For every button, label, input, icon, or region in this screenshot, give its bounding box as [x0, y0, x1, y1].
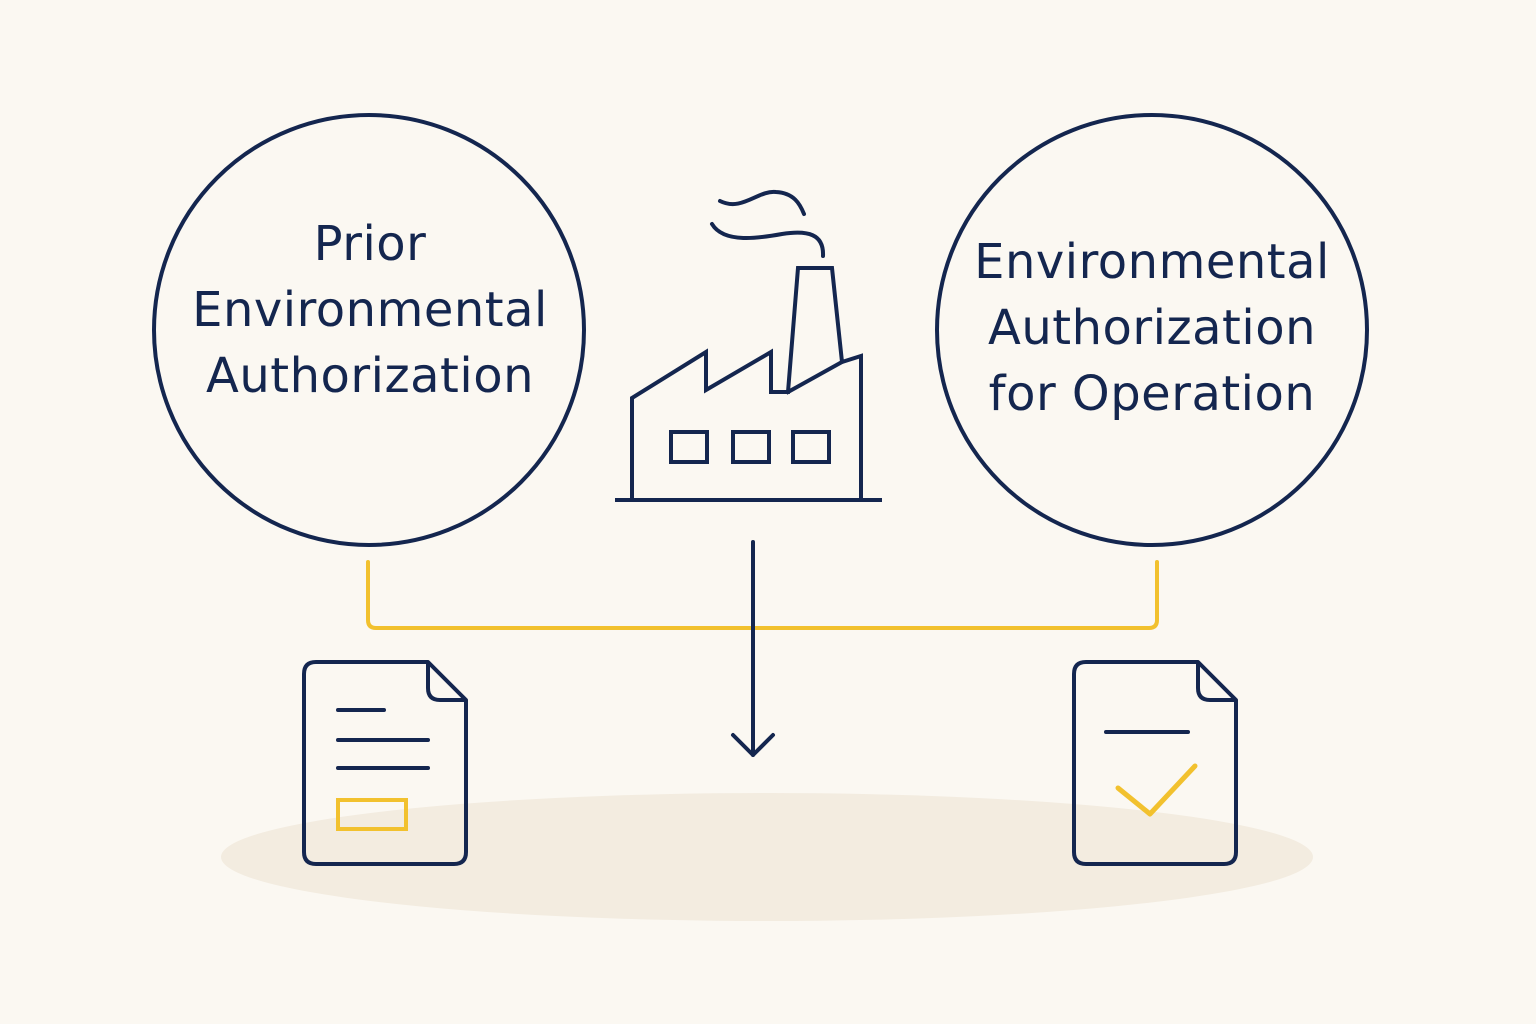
operation-authorization-circle	[935, 113, 1369, 547]
label-line: Prior	[313, 216, 427, 272]
label-line: Environmental	[974, 234, 1330, 290]
document-lines-icon	[302, 660, 468, 866]
factory-icon	[615, 189, 882, 502]
down-arrow-icon	[731, 540, 775, 757]
yellow-connector-bracket	[366, 560, 1159, 630]
document-checkmark-icon	[1072, 660, 1238, 866]
prior-authorization-label: Prior Environmental Authorization	[170, 211, 570, 409]
label-line: Authorization	[988, 300, 1316, 356]
prior-authorization-circle	[152, 113, 586, 547]
label-line: Authorization	[206, 348, 534, 404]
label-line: Environmental	[192, 282, 548, 338]
ground-shadow	[221, 793, 1313, 921]
label-line: for Operation	[988, 366, 1316, 422]
operation-authorization-label: Environmental Authorization for Operatio…	[952, 229, 1352, 427]
